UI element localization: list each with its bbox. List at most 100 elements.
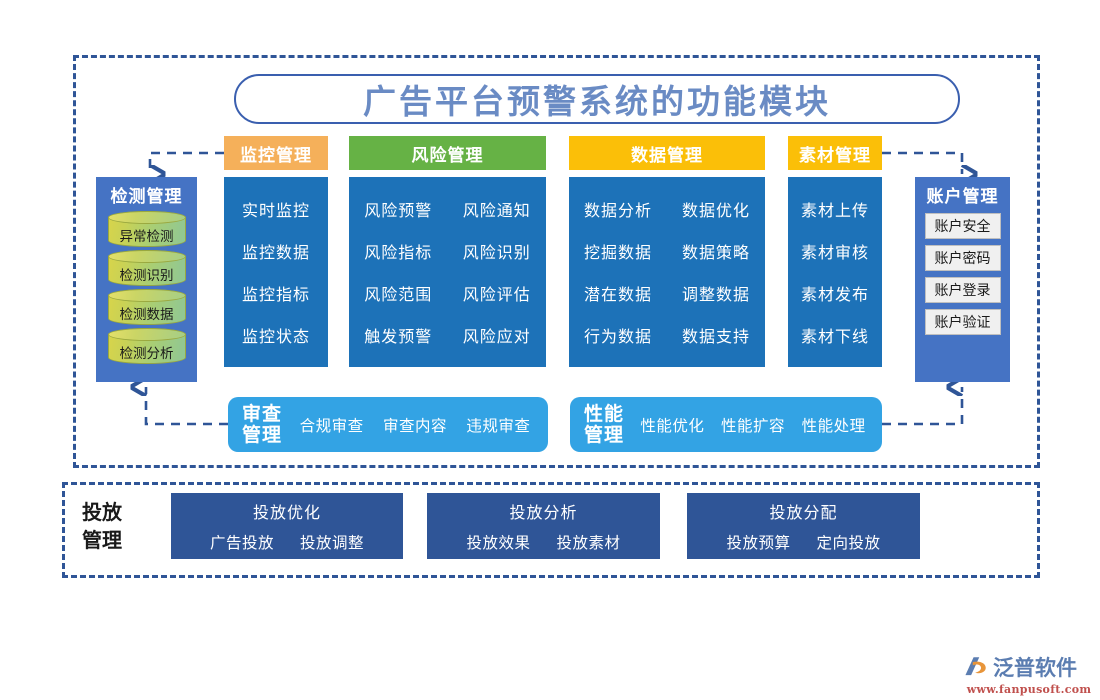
database-cylinder-icon[interactable]: 检测数据 [107,289,186,325]
panel-item[interactable]: 风险预警 [364,201,433,220]
account-item-list: 账户安全 账户密码 账户登录 账户验证 [915,213,1010,335]
delivery-section-title: 投放 管理 [82,500,122,552]
delivery-box-title: 投放分配 [769,503,838,522]
panel-item[interactable]: 素材下线 [800,327,869,346]
panel-item[interactable]: 调整数据 [681,285,750,304]
delivery-item[interactable]: 投放预算 [726,534,791,552]
panel-item[interactable]: 风险评估 [462,285,531,304]
delivery-item[interactable]: 投放效果 [466,534,531,552]
bar-performance-items: 性能优化 性能扩容 性能处理 [624,414,882,436]
bar-item[interactable]: 合规审查 [299,416,364,435]
panel-item[interactable]: 监控数据 [241,243,310,262]
cylinder-label: 异常检测 [119,229,174,245]
panel-row: 监控数据 [224,230,328,272]
delivery-item[interactable]: 投放素材 [556,534,621,552]
detection-cylinder-list: 异常检测 检测识别 检测数据 检测分析 [96,211,197,364]
watermark-brand-row: 泛普软件 [963,652,1095,682]
panel-item[interactable]: 挖掘数据 [583,243,652,262]
account-item[interactable]: 账户密码 [924,245,1001,271]
panel-risk: 风险预警 风险通知 风险指标 风险识别 风险范围 风险评估 触发预警 风险应对 [349,177,546,367]
panel-asset: 素材上传 素材审核 素材发布 素材下线 [788,177,882,367]
bar-item[interactable]: 审查内容 [383,416,448,435]
bar-item[interactable]: 性能扩容 [720,416,785,435]
panel-item[interactable]: 实时监控 [241,201,310,220]
delivery-box-items: 广告投放 投放调整 [171,531,403,553]
top-section-frame [73,55,1040,468]
bar-review-title: 审查 管理 [242,402,283,446]
panel-row: 素材下线 [788,314,882,356]
delivery-box-allocation: 投放分配 投放预算 定向投放 [687,493,920,559]
panel-item[interactable]: 风险范围 [364,285,433,304]
module-detection-title: 检测管理 [110,187,183,207]
delivery-item[interactable]: 定向投放 [816,534,881,552]
panel-monitor: 实时监控 监控数据 监控指标 监控状态 [224,177,328,367]
fanpu-logo-icon [965,657,986,676]
panel-row: 挖掘数据 数据策略 [569,230,765,272]
panel-item[interactable]: 行为数据 [583,327,652,346]
panel-row: 素材审核 [788,230,882,272]
panel-item[interactable]: 风险指标 [364,243,433,262]
category-header-monitor[interactable]: 监控管理 [224,136,328,170]
panel-row: 风险指标 风险识别 [349,230,546,272]
bar-performance-management: 性能 管理 性能优化 性能扩容 性能处理 [570,397,882,452]
panel-item[interactable]: 风险通知 [462,201,531,220]
panel-item[interactable]: 潜在数据 [583,285,652,304]
panel-row: 触发预警 风险应对 [349,314,546,356]
module-account-title: 账户管理 [926,187,999,207]
watermark: 泛普软件 www.fanpusoft.com [963,652,1095,696]
category-header-asset[interactable]: 素材管理 [788,136,882,170]
cylinder-label: 检测分析 [119,346,174,362]
delivery-box-optimization: 投放优化 广告投放 投放调整 [171,493,403,559]
panel-item[interactable]: 素材发布 [800,285,869,304]
panel-row: 风险范围 风险评估 [349,272,546,314]
panel-item[interactable]: 数据策略 [681,243,750,262]
page-title: 广告平台预警系统的功能模块 [363,82,831,121]
panel-item[interactable]: 监控状态 [241,327,310,346]
database-cylinder-icon[interactable]: 检测分析 [107,328,186,364]
watermark-url: www.fanpusoft.com [966,683,1092,696]
bottom-section-frame [62,482,1040,578]
panel-row: 素材发布 [788,272,882,314]
panel-item[interactable]: 素材审核 [800,243,869,262]
delivery-item[interactable]: 广告投放 [209,534,274,552]
panel-row: 潜在数据 调整数据 [569,272,765,314]
diagram-title-box: 广告平台预警系统的功能模块 [234,74,960,124]
delivery-box-title: 投放分析 [509,503,578,522]
category-header-data[interactable]: 数据管理 [569,136,765,170]
cylinder-label: 检测数据 [119,307,174,323]
panel-item[interactable]: 监控指标 [241,285,310,304]
delivery-box-items: 投放效果 投放素材 [427,531,660,553]
bar-item[interactable]: 违规审查 [466,416,531,435]
panel-row: 数据分析 数据优化 [569,188,765,230]
delivery-box-title: 投放优化 [252,503,321,522]
panel-item[interactable]: 数据优化 [681,201,750,220]
bar-review-management: 审查 管理 合规审查 审查内容 违规审查 [228,397,548,452]
panel-row: 监控指标 [224,272,328,314]
account-item[interactable]: 账户验证 [924,309,1001,335]
panel-row: 素材上传 [788,188,882,230]
panel-item[interactable]: 风险应对 [462,327,531,346]
panel-row: 风险预警 风险通知 [349,188,546,230]
delivery-box-analysis: 投放分析 投放效果 投放素材 [427,493,660,559]
panel-item[interactable]: 素材上传 [800,201,869,220]
delivery-box-items: 投放预算 定向投放 [687,531,920,553]
module-detection: 检测管理 异常检测 检测识别 检测数据 检测分析 [96,177,197,382]
bar-item[interactable]: 性能处理 [801,416,866,435]
account-item[interactable]: 账户安全 [924,213,1001,239]
panel-row: 实时监控 [224,188,328,230]
panel-item[interactable]: 风险识别 [462,243,531,262]
bar-item[interactable]: 性能优化 [640,416,705,435]
category-header-risk[interactable]: 风险管理 [349,136,546,170]
cylinder-label: 检测识别 [119,268,174,284]
account-item[interactable]: 账户登录 [924,277,1001,303]
database-cylinder-icon[interactable]: 检测识别 [107,250,186,286]
panel-item[interactable]: 数据支持 [681,327,750,346]
panel-item[interactable]: 触发预警 [364,327,433,346]
panel-row: 行为数据 数据支持 [569,314,765,356]
panel-item[interactable]: 数据分析 [583,201,652,220]
database-cylinder-icon[interactable]: 异常检测 [107,211,186,247]
panel-data: 数据分析 数据优化 挖掘数据 数据策略 潜在数据 调整数据 行为数据 数据支持 [569,177,765,367]
panel-row: 监控状态 [224,314,328,356]
delivery-item[interactable]: 投放调整 [300,534,365,552]
